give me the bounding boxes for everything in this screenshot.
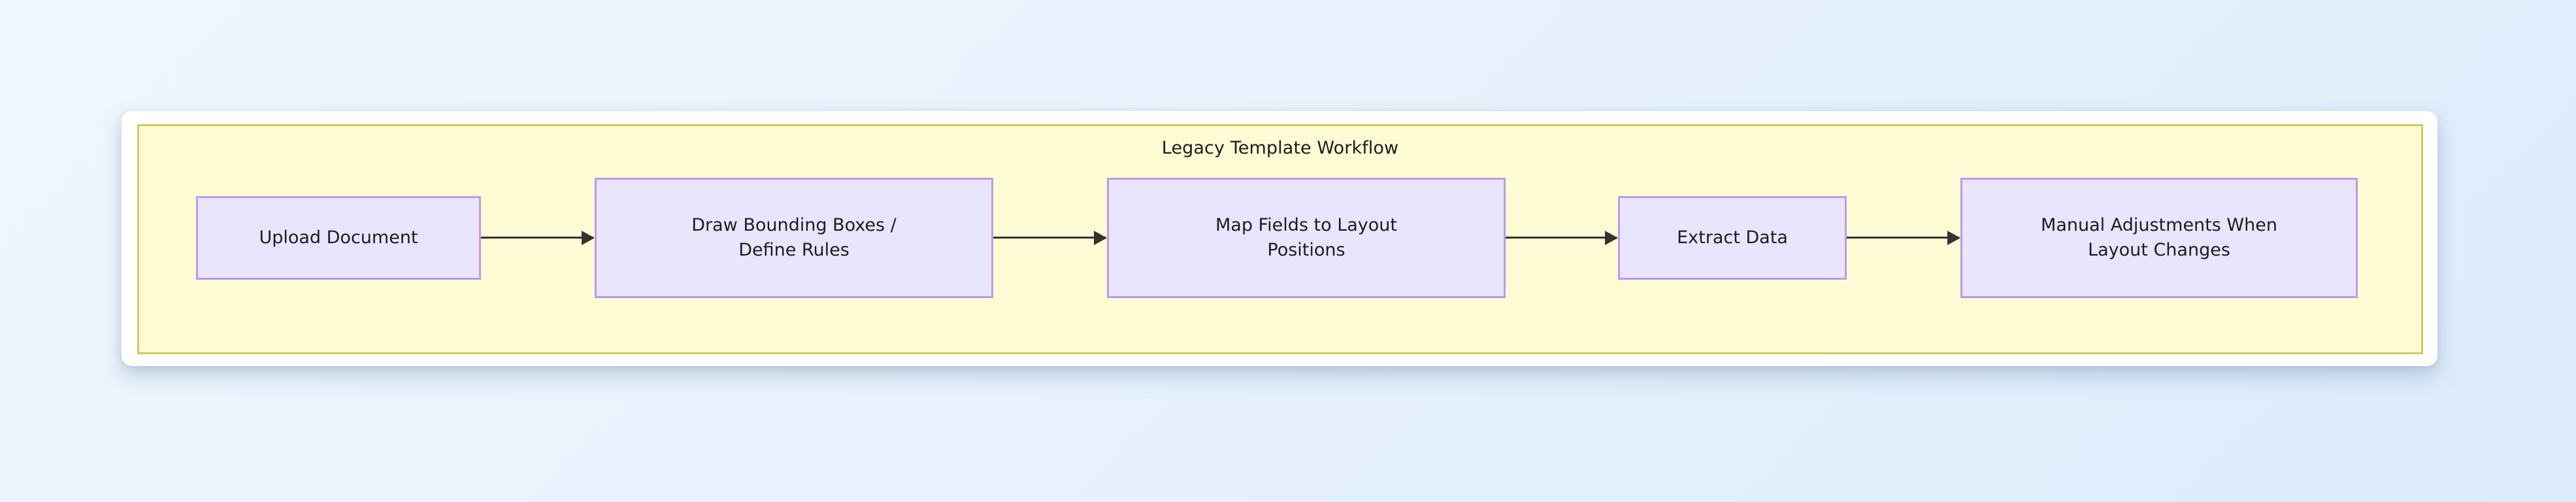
edge-draw-boxes-to-map-fields <box>993 237 1106 239</box>
node-label: Manual Adjustments When Layout Changes <box>2041 214 2277 260</box>
node-upload-document[interactable]: Upload Document <box>196 196 481 280</box>
subgraph-title: Legacy Template Workflow <box>1161 138 1399 158</box>
node-label: Map Fields to Layout Positions <box>1215 214 1397 260</box>
edge-extract-data-to-manual-adjust <box>1847 237 1959 239</box>
node-draw-bounding-boxes[interactable]: Draw Bounding Boxes / Define Rules <box>595 178 993 298</box>
node-label: Upload Document <box>259 227 418 248</box>
node-map-fields-to-layout-positions[interactable]: Map Fields to Layout Positions <box>1107 178 1506 298</box>
node-label: Draw Bounding Boxes / Define Rules <box>691 214 897 260</box>
node-manual-adjustments-when-layout-changes[interactable]: Manual Adjustments When Layout Changes <box>1960 178 2358 298</box>
edge-map-fields-to-extract-data <box>1506 237 1617 239</box>
node-extract-data[interactable]: Extract Data <box>1618 196 1847 280</box>
edge-upload-to-draw-boxes <box>481 237 593 239</box>
node-label: Extract Data <box>1677 227 1788 248</box>
